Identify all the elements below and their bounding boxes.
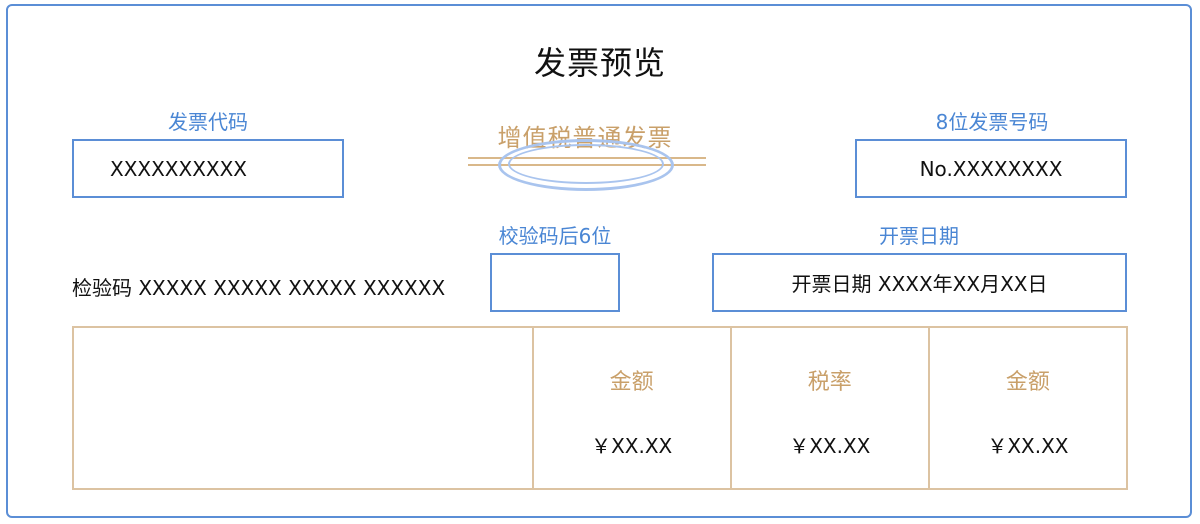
check-last6-label: 校验码后6位: [498, 224, 612, 248]
tax-rate-column-header: 税率: [807, 370, 852, 395]
tax-rate-column: 税率 ￥XX.XX: [732, 328, 930, 488]
page-title: 发票预览: [533, 44, 666, 82]
amount-column-value: ￥XX.XX: [591, 434, 673, 458]
invoice-number-label: 8位发票号码: [935, 110, 1049, 134]
invoice-number-value: No.XXXXXXXX: [919, 156, 1063, 181]
tax-rate-column-value: ￥XX.XX: [789, 434, 871, 458]
issue-date-value: 开票日期 XXXX年XX月XX日: [791, 272, 1048, 296]
seal-stamp-inner-ring: [508, 144, 664, 184]
check-last6-field[interactable]: [490, 253, 620, 312]
invoice-code-field[interactable]: XXXXXXXXXX: [72, 139, 344, 198]
seal-stamp-icon: [498, 139, 674, 191]
amount-table-item-cell: [74, 328, 534, 488]
invoice-code-label: 发票代码: [168, 110, 248, 134]
amount-column: 金额 ￥XX.XX: [534, 328, 732, 488]
amount-column-header: 金额: [609, 370, 654, 395]
invoice-number-field[interactable]: No.XXXXXXXX: [855, 139, 1127, 198]
check-code-text: 检验码 XXXXX XXXXX XXXXX XXXXXX: [72, 276, 446, 300]
total-amount-column-header: 金额: [1005, 370, 1050, 395]
issue-date-label: 开票日期: [879, 224, 959, 248]
issue-date-field[interactable]: 开票日期 XXXX年XX月XX日: [712, 253, 1127, 312]
amount-table: 金额 ￥XX.XX 税率 ￥XX.XX 金额 ￥XX.XX: [72, 326, 1128, 490]
invoice-code-value: XXXXXXXXXX: [110, 156, 248, 181]
total-amount-column-value: ￥XX.XX: [987, 434, 1069, 458]
total-amount-column: 金额 ￥XX.XX: [930, 328, 1126, 488]
